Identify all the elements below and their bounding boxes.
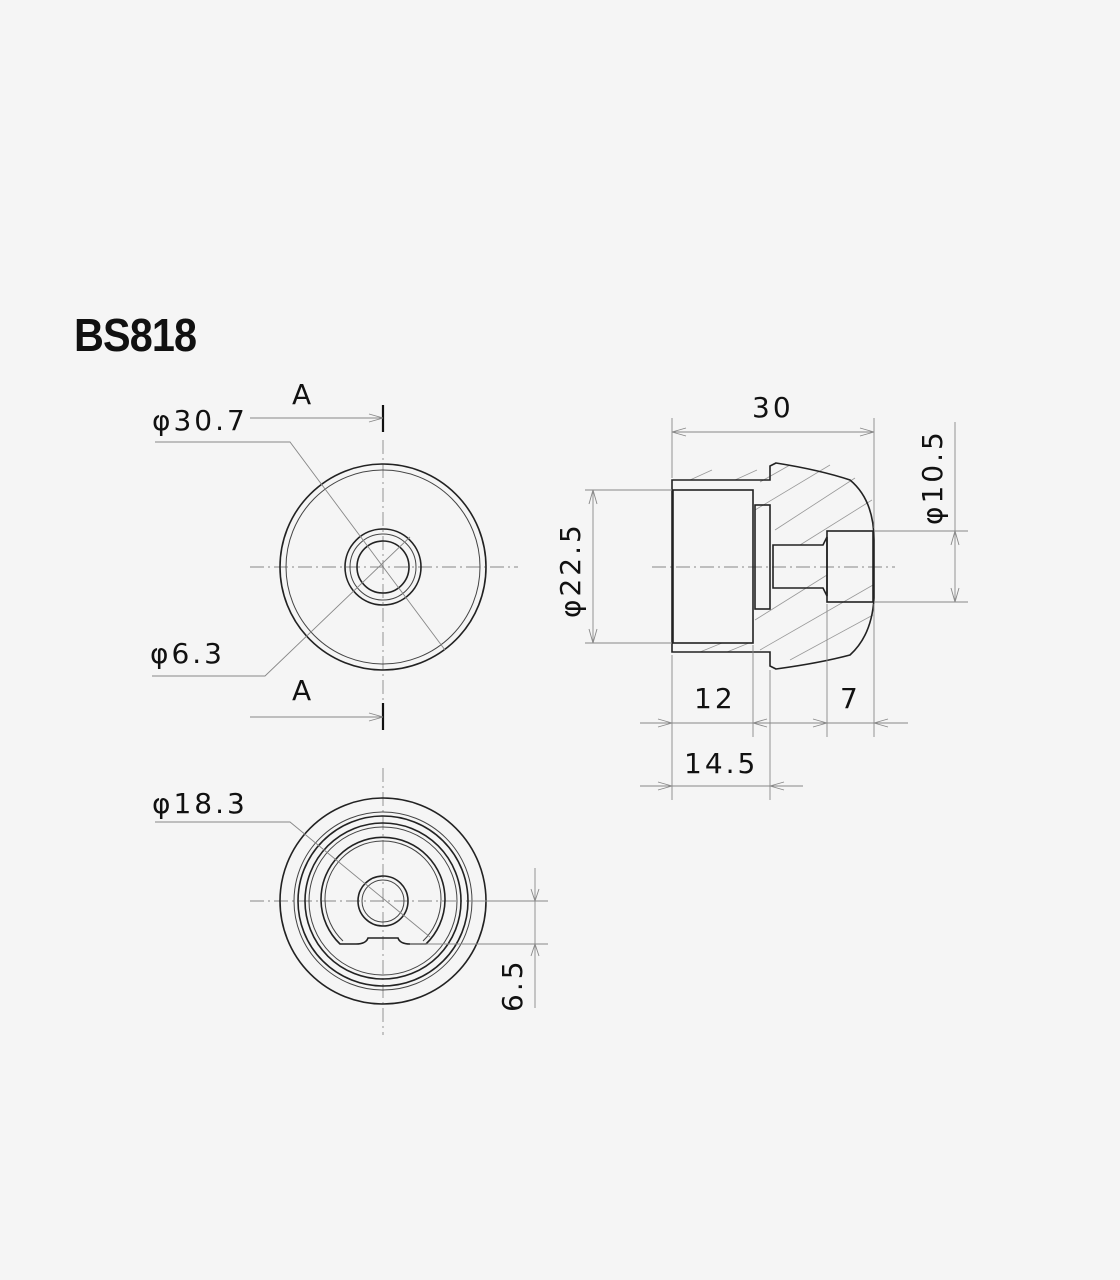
side-section-view: 30 φ10.5 φ22.5 12 7 14.5 (554, 391, 968, 800)
pocket-diameter-label: φ18.3 (152, 787, 248, 820)
body-diameter-label: φ22.5 (554, 522, 587, 618)
bore-depth-label: 12 (694, 682, 736, 715)
front-view: A A φ30.7 φ6.3 (150, 378, 518, 730)
tip-diameter-label: φ10.5 (916, 429, 949, 525)
bore-diameter-label: φ6.3 (150, 637, 225, 670)
tip-length-label: 7 (840, 682, 861, 715)
recess-depth-label: 14.5 (684, 747, 758, 780)
offset-label: 6.5 (496, 958, 529, 1012)
overall-length-label: 30 (752, 391, 794, 424)
section-label-a-bottom: A (292, 674, 314, 707)
rear-view: φ18.3 6.5 (152, 768, 548, 1035)
section-label-a-top: A (292, 378, 314, 411)
part-number-title: BS818 (74, 309, 197, 361)
outer-diameter-label: φ30.7 (152, 404, 248, 437)
